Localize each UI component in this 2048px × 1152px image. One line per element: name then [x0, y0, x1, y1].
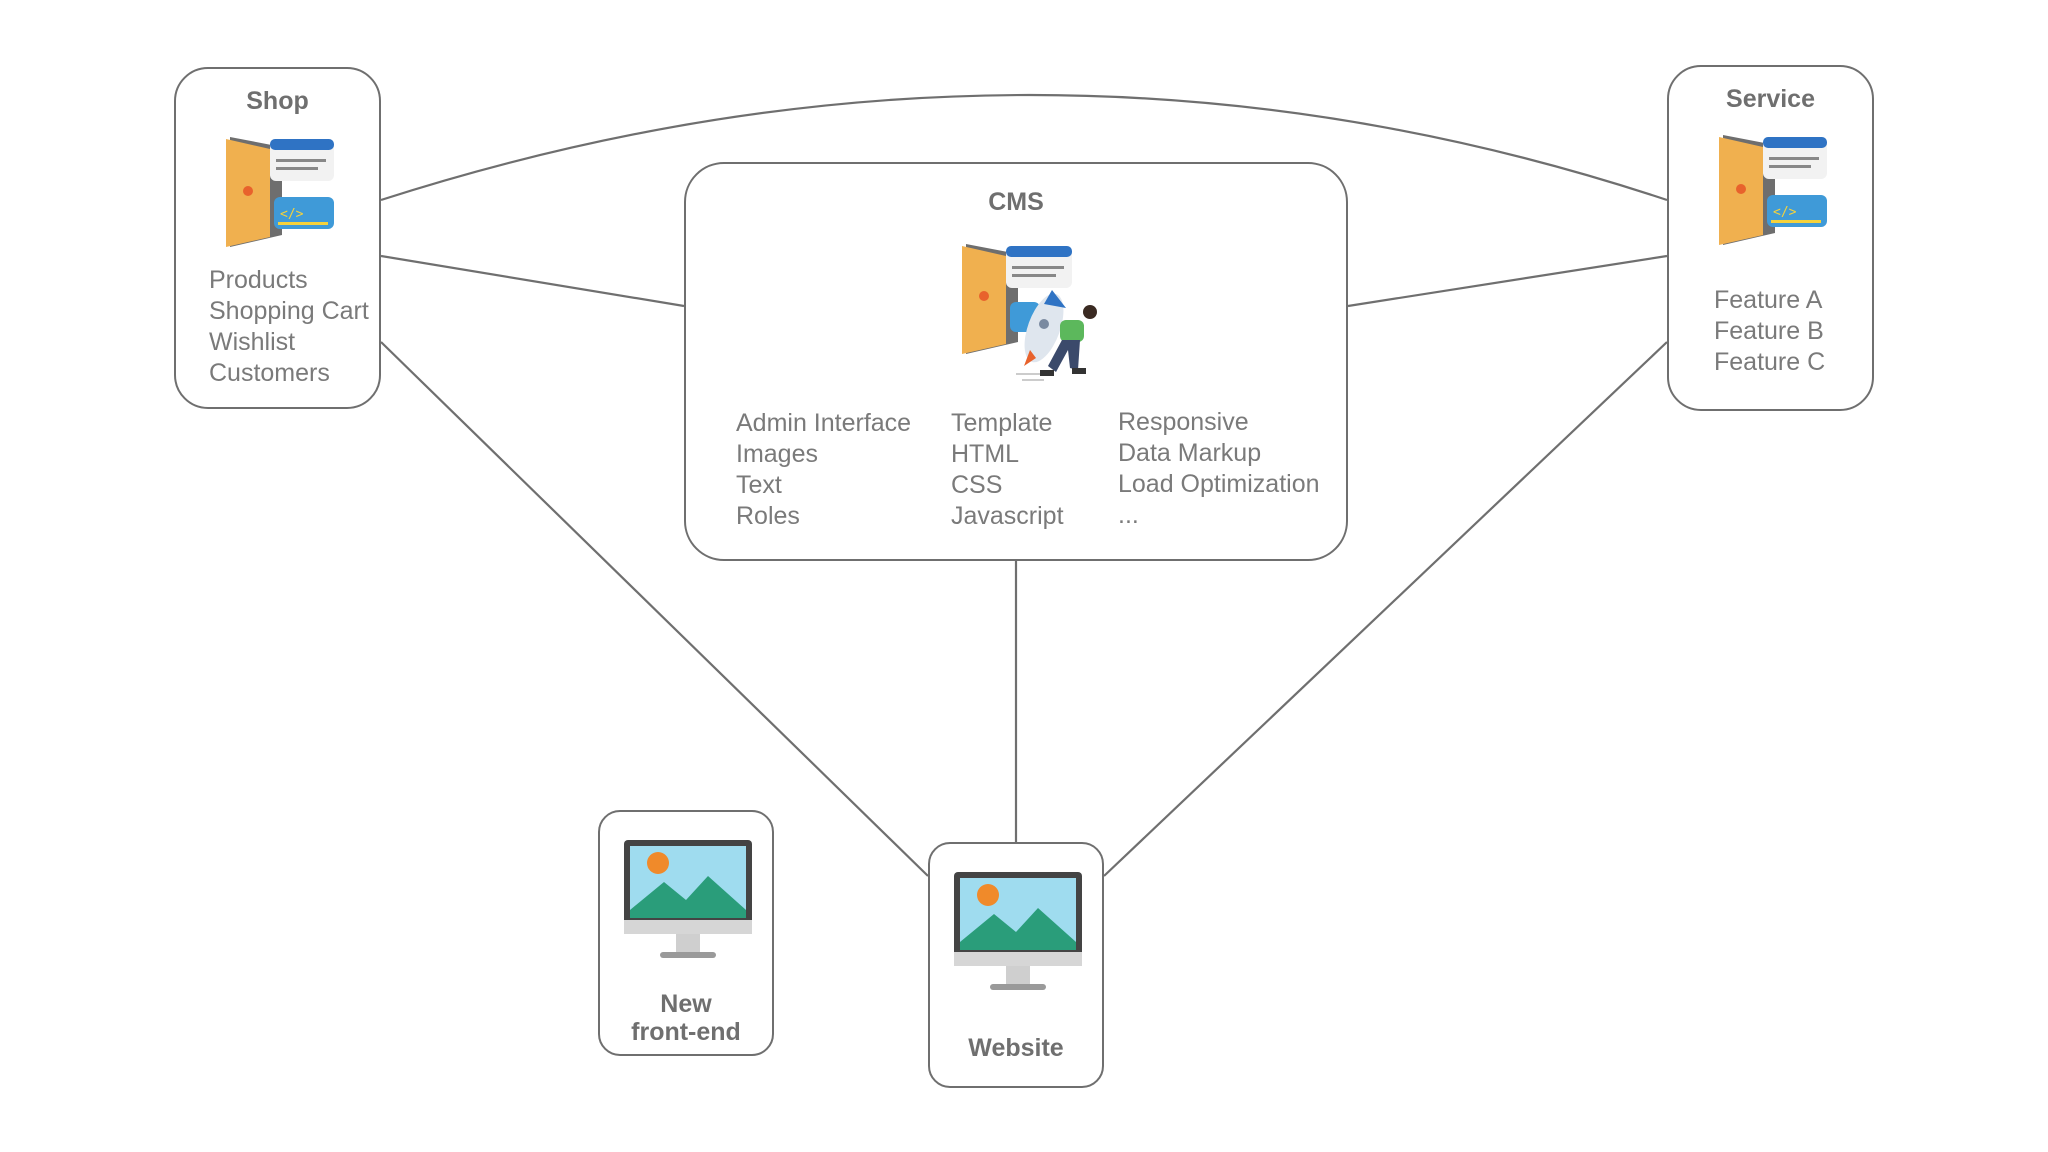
cms-column-admin: Admin Interface Images Text Roles — [736, 408, 911, 532]
new-frontend-label: New front-end — [600, 990, 772, 1046]
shop-title: Shop — [246, 87, 309, 115]
cms-node: CMS Admin Interface Images Text Roles Te… — [684, 162, 1348, 561]
cms-item: Template — [951, 409, 1053, 437]
cms-column-template: Template HTML CSS Javascript — [951, 408, 1064, 532]
arc-shop-service — [380, 93, 1668, 202]
door-code-icon: </> — [1719, 135, 1827, 245]
cms-item: Admin Interface — [736, 409, 912, 437]
cms-item: Load Optimization — [1118, 470, 1320, 498]
service-item: Feature C — [1714, 348, 1826, 376]
monitor-icon — [954, 872, 1082, 990]
monitor-icon — [624, 840, 752, 958]
cms-item: Roles — [736, 502, 800, 530]
service-node: Service </> Feature A Feature B Feature … — [1667, 65, 1874, 411]
line-shop-website — [380, 341, 929, 877]
cms-item: Data Markup — [1118, 439, 1262, 467]
cms-item: ... — [1118, 501, 1139, 529]
svg-text:</>: </> — [280, 207, 304, 222]
new-frontend-node: New front-end — [598, 810, 774, 1056]
service-item: Feature A — [1714, 286, 1823, 314]
cms-item: Text — [736, 471, 782, 499]
shop-item: Customers — [209, 359, 330, 387]
new-frontend-label-line2: front-end — [631, 1018, 741, 1046]
cms-item: HTML — [951, 440, 1020, 468]
shop-item: Wishlist — [209, 328, 296, 356]
website-node: Website — [928, 842, 1104, 1088]
cms-item: Javascript — [951, 502, 1064, 530]
service-title: Service — [1726, 85, 1815, 113]
shop-item: Products — [209, 266, 308, 294]
door-code-icon: </> — [226, 137, 334, 247]
shop-item: Shopping Cart — [209, 297, 369, 325]
shop-items: Products Shopping Cart Wishlist Customer… — [209, 265, 369, 389]
service-item: Feature B — [1714, 317, 1824, 345]
shop-node: Shop </> Products Shopping Cart Wishlist… — [174, 67, 381, 409]
new-frontend-label-line1: New — [660, 990, 712, 1018]
door-rocket-person-icon — [962, 244, 1097, 381]
cms-item: CSS — [951, 471, 1003, 499]
line-service-website — [1103, 341, 1668, 877]
cms-item: Images — [736, 440, 818, 468]
cms-item: Responsive — [1118, 408, 1249, 436]
website-label: Website — [968, 1034, 1064, 1062]
cms-column-responsive: Responsive Data Markup Load Optimization… — [1118, 407, 1320, 531]
cms-title: CMS — [988, 188, 1044, 216]
svg-text:</>: </> — [1773, 205, 1797, 220]
service-items: Feature A Feature B Feature C — [1714, 285, 1825, 378]
line-service-cms — [1347, 254, 1668, 308]
line-shop-cms — [380, 254, 685, 308]
